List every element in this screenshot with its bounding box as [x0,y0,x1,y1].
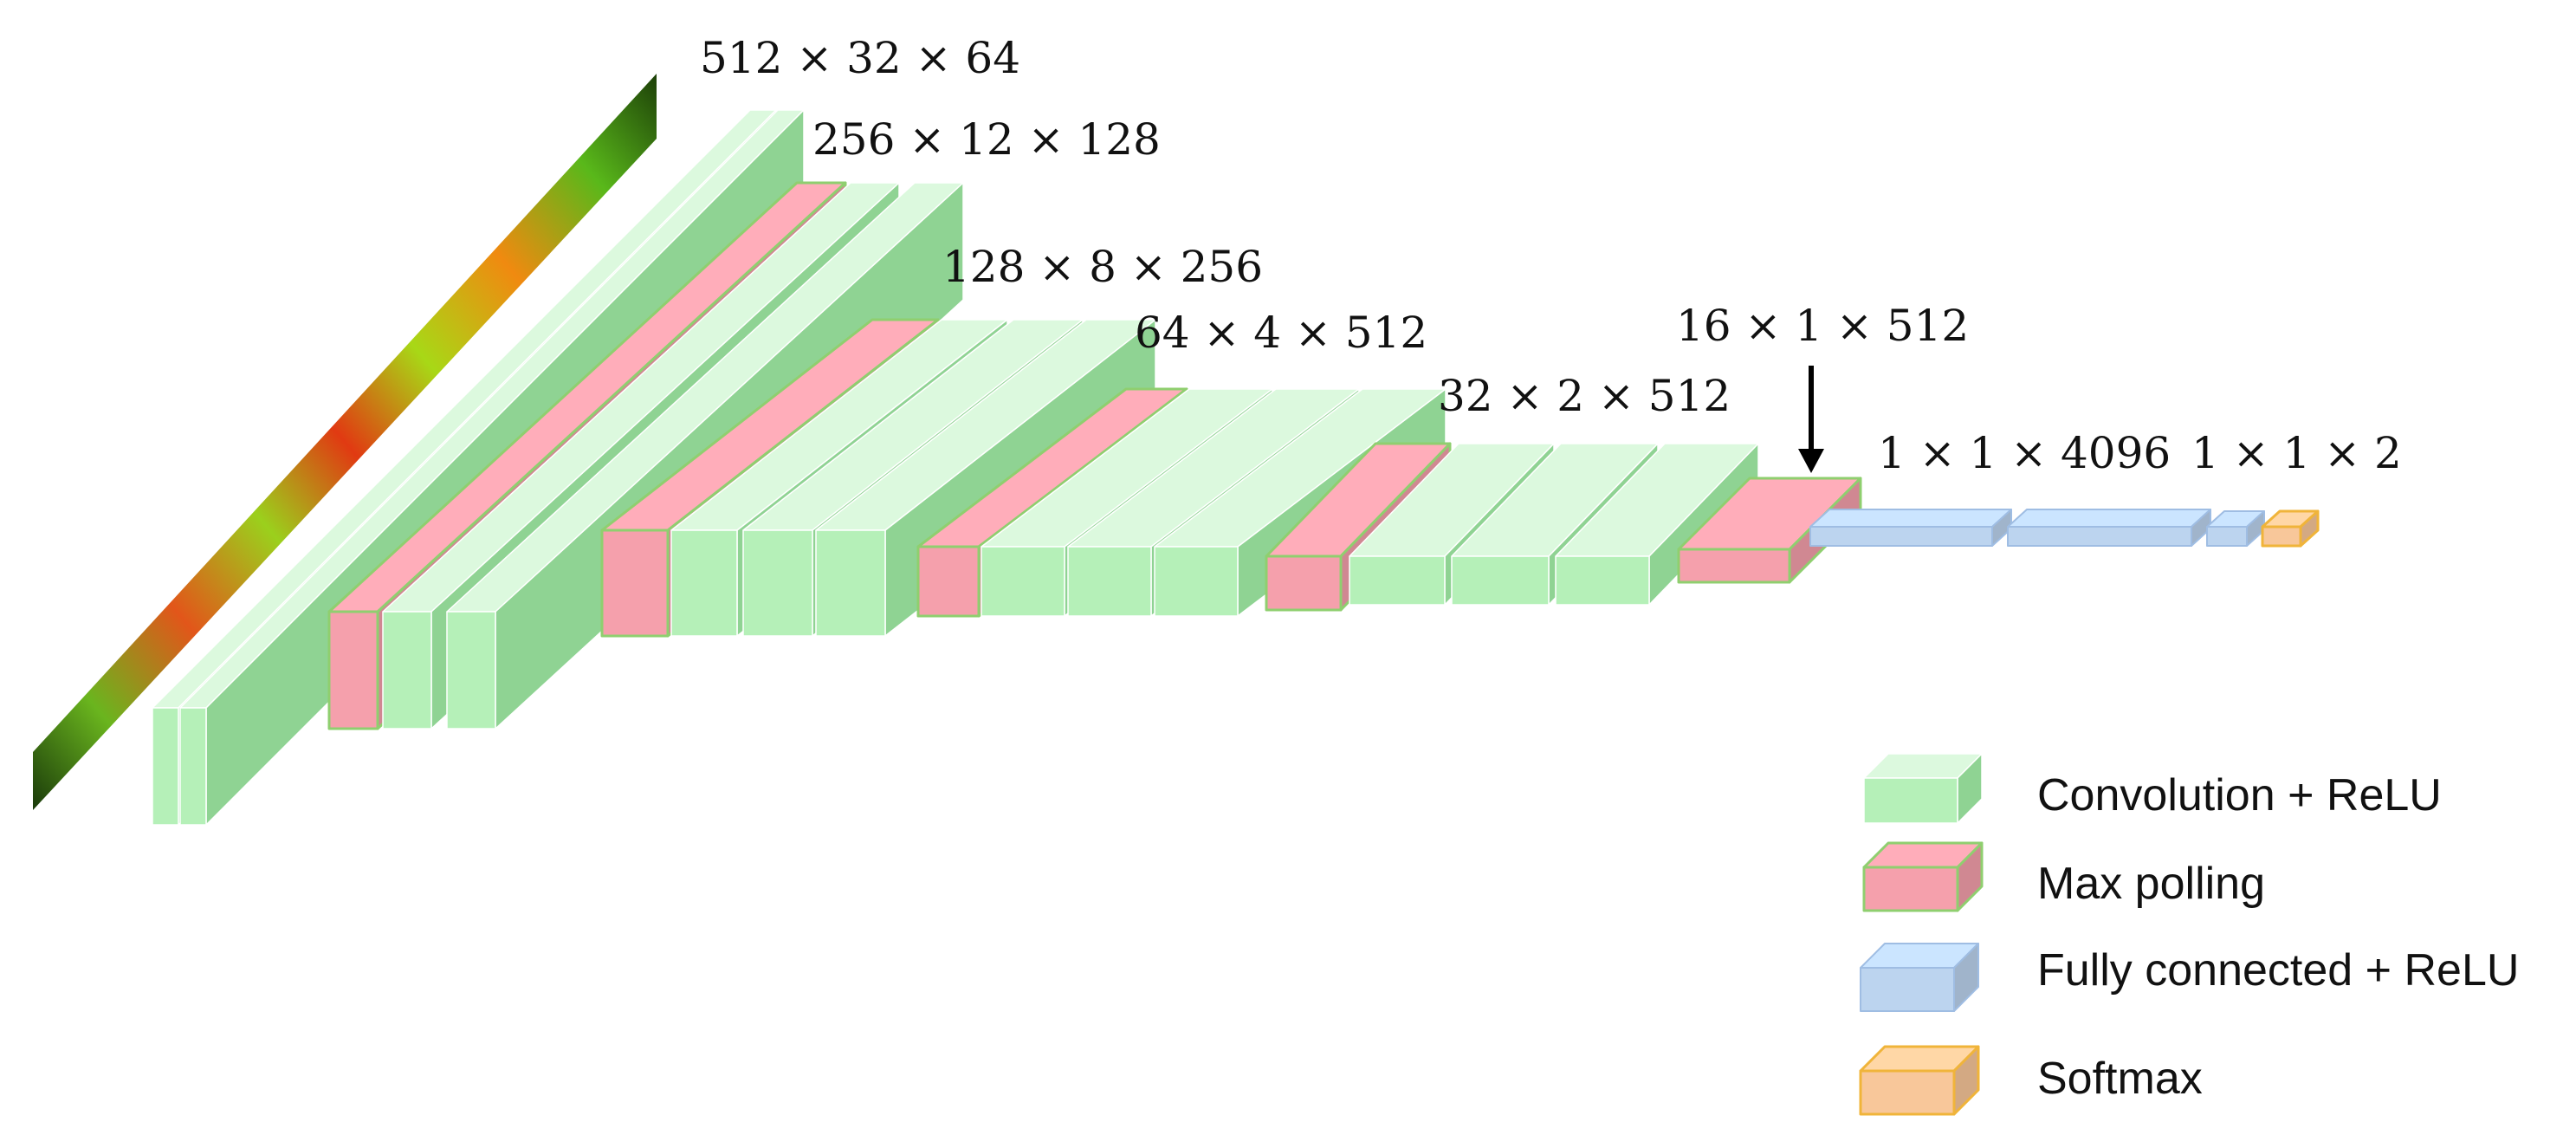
legend-boxes [1859,753,1984,1116]
dim-label-16x1x512: 16 × 1 × 512 [1676,301,1969,351]
fc-block-3 [2206,510,2265,547]
dim-label-32x2x512: 32 × 2 × 512 [1438,371,1731,421]
dim-label-128x8x256: 128 × 8 × 256 [942,242,1263,292]
dim-label-64x4x512: 64 × 4 × 512 [1135,308,1427,358]
dim-label-512x32x64: 512 × 32 × 64 [700,33,1020,83]
arrow-down-icon [1798,366,1824,473]
legend-swatch-softmax [1859,1045,1980,1116]
legend-swatch-fc [1860,943,1979,1012]
dim-label-1x1x2: 1 × 1 × 2 [2191,428,2402,478]
dim-label-1x1x4096: 1 × 1 × 4096 [1878,428,2171,478]
legend-label-fc: Fully connected + ReLU [2037,945,2519,996]
legend-label-conv: Convolution + ReLU [2037,770,2442,820]
dim-label-256x12x128: 256 × 12 × 128 [812,114,1161,165]
legend-swatch-pool [1862,841,1984,912]
fc-block-2 [2007,509,2211,547]
legend: Convolution + ReLU Max polling Fully con… [1859,753,2519,1116]
input-heatmap-image [33,74,657,810]
fc-block-1 [1809,509,2012,547]
legend-swatch-conv [1863,753,1983,824]
softmax-block [2261,509,2320,548]
legend-label-softmax: Softmax [2037,1054,2203,1104]
legend-label-pool: Max polling [2037,859,2265,909]
layer-blocks [152,109,2320,826]
